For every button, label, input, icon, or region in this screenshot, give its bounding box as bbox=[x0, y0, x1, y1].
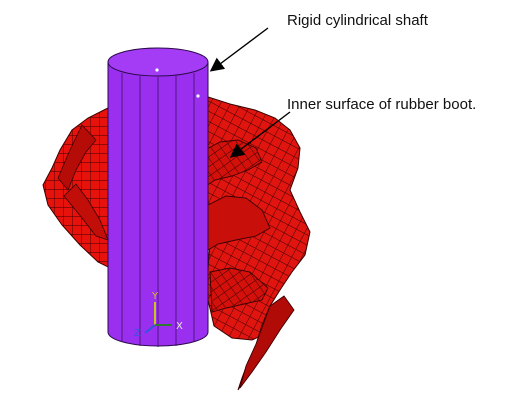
shaft-facet-lines bbox=[121, 73, 195, 347]
boot-right-fold-3 bbox=[209, 267, 269, 313]
shaft-top-cap bbox=[107, 47, 209, 77]
axis-triad: Y X Z bbox=[134, 291, 183, 339]
triad-z-axis bbox=[144, 324, 156, 334]
shaft-leader-arrow bbox=[209, 27, 269, 72]
boot-leader-arrow bbox=[229, 111, 291, 158]
triad-z-label: Z bbox=[134, 328, 141, 339]
boot-annotation: Inner surface of rubber boot. bbox=[287, 96, 477, 113]
shaft-annotation: Rigid cylindrical shaft bbox=[287, 12, 428, 29]
boot-right-fold-2 bbox=[207, 195, 271, 251]
boot-lower-tail bbox=[239, 295, 295, 389]
boot-left-fold-2 bbox=[63, 183, 109, 241]
shaft-reference-point-2 bbox=[196, 94, 200, 98]
boot-left-fold bbox=[57, 124, 97, 191]
rigid-shaft bbox=[107, 47, 209, 347]
boot-right-fold-1 bbox=[204, 139, 263, 187]
rubber-boot bbox=[42, 83, 311, 391]
triad-y-label: Y bbox=[151, 291, 159, 302]
shaft-reference-point bbox=[155, 68, 159, 72]
triad-x-label: X bbox=[176, 321, 183, 332]
